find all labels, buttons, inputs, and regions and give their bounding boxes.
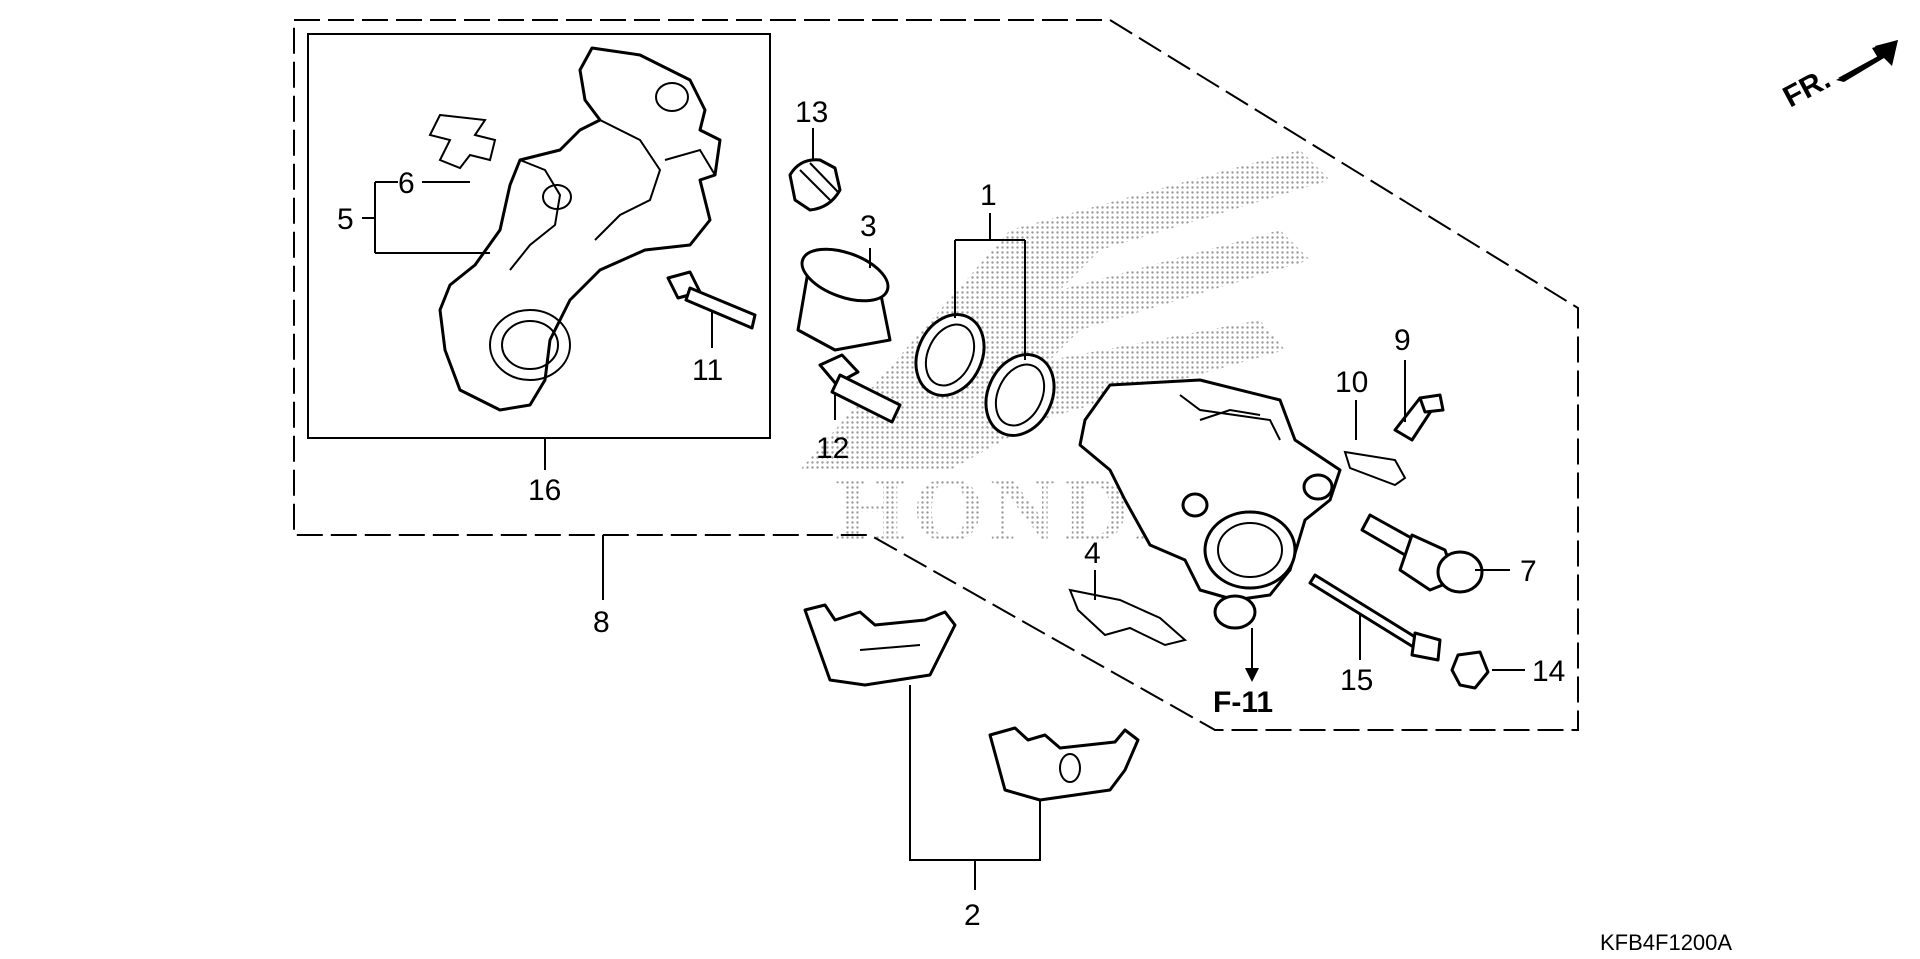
pad-spring-6 <box>428 113 497 170</box>
callout-10: 10 <box>1335 366 1368 399</box>
pin-bolt-11 <box>666 270 757 330</box>
callout-1: 1 <box>980 179 997 212</box>
boot-14 <box>1450 650 1490 690</box>
boot-13 <box>788 158 842 212</box>
brake-pads-2 <box>803 603 1140 802</box>
callout-9: 9 <box>1394 324 1411 357</box>
callout-12: 12 <box>816 432 849 465</box>
piston-3 <box>796 247 892 352</box>
callout-8: 8 <box>593 606 610 639</box>
pin-bolt-7 <box>1360 513 1484 594</box>
piston-seal-1 <box>914 313 1056 437</box>
callout-14: 14 <box>1532 655 1565 688</box>
assembly-boundary-8 <box>293 19 1579 731</box>
callout-16: 16 <box>528 474 561 507</box>
bleeder-9 <box>1393 393 1445 442</box>
leader-lines <box>362 128 1525 890</box>
bolt-12 <box>818 353 902 424</box>
diagram-code: KFB4F1200A <box>1600 930 1732 955</box>
reference-label: F-11 <box>1213 686 1273 719</box>
caliper-bracket <box>438 46 722 412</box>
callout-13: 13 <box>795 96 828 129</box>
front-label: FR. <box>1778 62 1836 114</box>
callout-5: 5 <box>337 203 354 236</box>
bracket-box-16 <box>307 33 771 439</box>
pad-spring-4 <box>1068 588 1188 647</box>
callout-4: 4 <box>1084 537 1101 570</box>
callout-3: 3 <box>860 210 877 243</box>
reference-arrow <box>1245 628 1259 682</box>
callout-15: 15 <box>1340 664 1373 697</box>
caliper-body <box>1078 378 1342 630</box>
callout-11: 11 <box>692 354 723 387</box>
callout-7: 7 <box>1520 555 1537 588</box>
front-direction-arrow <box>1836 40 1898 82</box>
callout-6: 6 <box>398 167 415 200</box>
cap-10 <box>1343 450 1407 487</box>
callout-2: 2 <box>964 899 981 932</box>
pin-15 <box>1308 573 1442 662</box>
